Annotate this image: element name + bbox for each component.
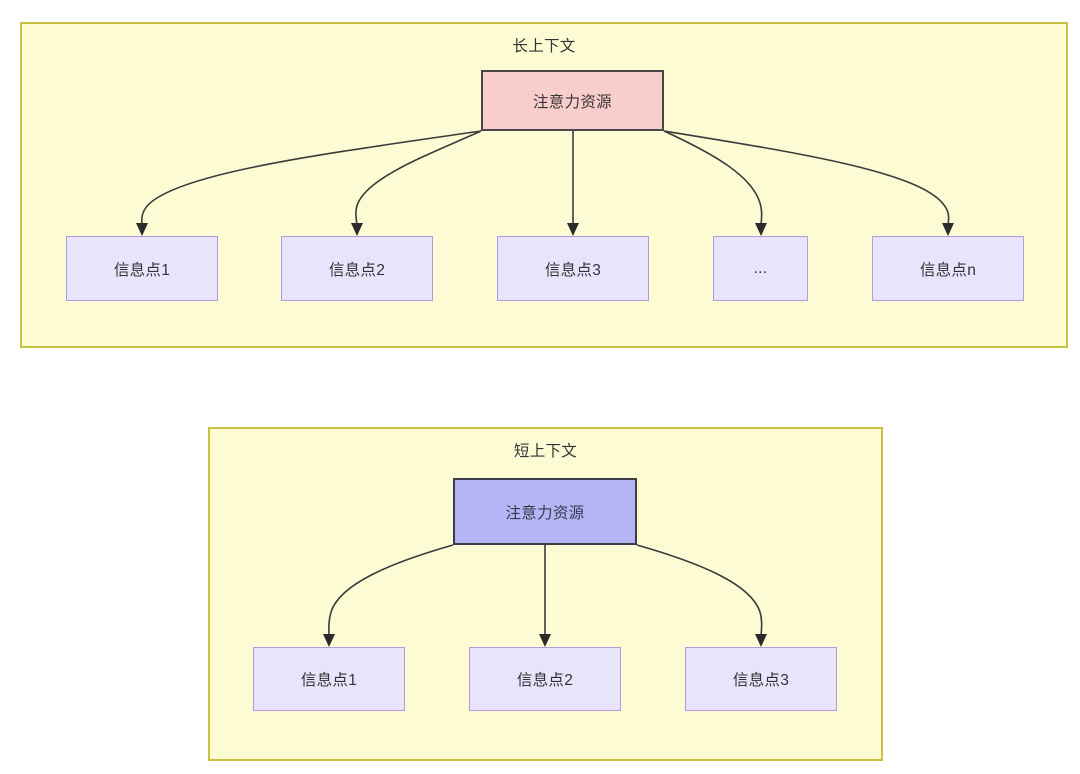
node-attention-resource-long[interactable]: 注意力资源 xyxy=(481,70,664,131)
node-info-point-short-3[interactable]: 信息点3 xyxy=(685,647,837,711)
node-info-point-long-ellipsis[interactable]: ... xyxy=(713,236,808,301)
node-attention-resource-short[interactable]: 注意力资源 xyxy=(453,478,637,545)
node-info-point-long-n[interactable]: 信息点n xyxy=(872,236,1024,301)
node-info-point-long-1[interactable]: 信息点1 xyxy=(66,236,218,301)
node-info-point-long-3[interactable]: 信息点3 xyxy=(497,236,649,301)
node-info-point-short-2[interactable]: 信息点2 xyxy=(469,647,621,711)
node-info-point-short-1[interactable]: 信息点1 xyxy=(253,647,405,711)
panel-short-context-title: 短上下文 xyxy=(513,443,578,460)
node-info-point-long-2[interactable]: 信息点2 xyxy=(281,236,433,301)
panel-long-context-title: 长上下文 xyxy=(512,38,576,55)
